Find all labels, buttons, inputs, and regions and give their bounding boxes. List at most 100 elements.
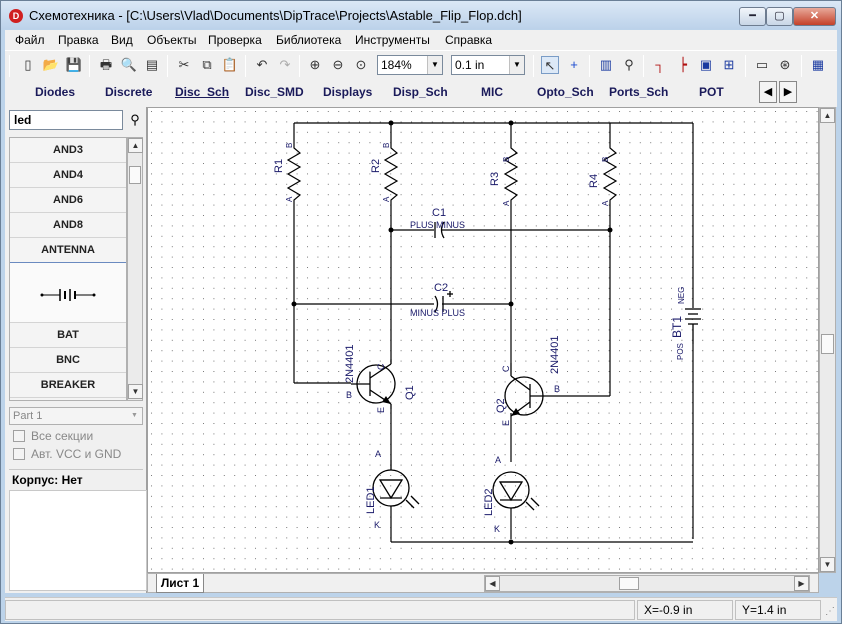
binoculars-search-icon[interactable]: ⚲ bbox=[130, 112, 140, 127]
list-item[interactable]: ANTENNA bbox=[10, 238, 126, 263]
open-icon[interactable]: 📂 bbox=[42, 57, 60, 72]
lib-tab-displays[interactable]: Displays bbox=[323, 85, 373, 99]
window-title: Схемотехника - [C:\Users\Vlad\Documents\… bbox=[29, 8, 522, 23]
part-select[interactable]: Part 1 ▼ bbox=[9, 407, 143, 425]
net-port-icon[interactable]: ┝ bbox=[679, 57, 687, 72]
part-select-value: Part 1 bbox=[13, 410, 43, 422]
capacitor-c2[interactable] bbox=[434, 291, 453, 313]
transistor-q2[interactable] bbox=[504, 363, 553, 417]
lib-tabs-next-button[interactable]: ▶ bbox=[779, 81, 797, 103]
menu-tools[interactable]: Инструменты bbox=[355, 33, 430, 47]
all-sections-checkbox[interactable]: Все секции bbox=[13, 429, 93, 443]
scroll-right-icon[interactable]: ▶ bbox=[794, 576, 809, 591]
lib-tab-disc-sch[interactable]: Disc_Sch bbox=[175, 85, 230, 99]
list-item[interactable]: BAT bbox=[10, 323, 126, 348]
menu-verification[interactable]: Проверка bbox=[208, 33, 262, 47]
component-list-scrollbar[interactable]: ▲ ▼ bbox=[127, 137, 143, 401]
sheet-tab-1[interactable]: Лист 1 bbox=[156, 574, 204, 593]
q1-label: Q1 bbox=[404, 385, 416, 400]
canvas-horizontal-scrollbar[interactable]: ◀ ▶ bbox=[484, 575, 810, 592]
list-item[interactable]: BREAKER bbox=[10, 373, 126, 398]
zoom-in-icon[interactable]: ⊕ bbox=[309, 57, 321, 72]
scroll-left-icon[interactable]: ◀ bbox=[485, 576, 500, 591]
bus-icon[interactable]: ┐ bbox=[655, 57, 665, 72]
netlist-icon[interactable]: ⊞ bbox=[723, 57, 735, 72]
place-component-icon[interactable]: ▥ bbox=[599, 57, 613, 72]
place-wire-icon[interactable]: + bbox=[570, 57, 578, 72]
close-button[interactable]: ✕ bbox=[793, 7, 836, 26]
toolbar-separator bbox=[643, 55, 644, 77]
schematic-drawing[interactable]: R1 R2 R3 R4 B A B A B A B A C1 PLUS MINU… bbox=[148, 108, 819, 573]
chevron-down-icon[interactable]: ▼ bbox=[427, 56, 442, 74]
lib-tab-mic[interactable]: MIC bbox=[481, 85, 503, 99]
resistor-r1[interactable] bbox=[286, 138, 302, 211]
print-preview-icon[interactable]: 🔍 bbox=[120, 57, 138, 72]
lib-tab-disc-smd[interactable]: Disc_SMD bbox=[245, 85, 304, 99]
scroll-thumb[interactable] bbox=[129, 166, 141, 184]
menu-help[interactable]: Справка bbox=[445, 33, 493, 47]
list-item[interactable]: AND6 bbox=[10, 188, 126, 213]
menu-view[interactable]: Вид bbox=[111, 33, 133, 47]
led1[interactable] bbox=[372, 460, 420, 509]
hierarchy-icon[interactable]: ▣ bbox=[699, 57, 713, 72]
auto-vcc-gnd-checkbox[interactable]: Авт. VCC и GND bbox=[13, 447, 121, 461]
component-search-input[interactable]: led bbox=[9, 110, 123, 130]
scroll-down-icon[interactable]: ▼ bbox=[820, 557, 835, 572]
scroll-up-icon[interactable]: ▲ bbox=[820, 108, 835, 123]
scroll-up-icon[interactable]: ▲ bbox=[128, 138, 143, 153]
find-icon[interactable]: ⚲ bbox=[624, 57, 634, 72]
led2[interactable] bbox=[492, 471, 540, 511]
redo-icon[interactable]: ↷ bbox=[279, 57, 291, 72]
schematic-canvas[interactable]: R1 R2 R3 R4 B A B A B A B A C1 PLUS MINU… bbox=[147, 107, 819, 573]
resistor-r2[interactable] bbox=[383, 138, 399, 211]
resize-grip-icon[interactable]: ⋰ bbox=[825, 606, 835, 617]
zoom-combo[interactable]: 184% ▼ bbox=[377, 55, 443, 75]
list-item[interactable]: AND8 bbox=[10, 213, 126, 238]
horizontal-scroll-thumb[interactable] bbox=[619, 577, 639, 590]
resistor-r3[interactable] bbox=[503, 138, 519, 211]
menu-library[interactable]: Библиотека bbox=[276, 33, 342, 47]
globe-icon[interactable]: ⊛ bbox=[779, 57, 791, 72]
list-item[interactable]: AND3 bbox=[10, 138, 126, 163]
lib-tab-discrete[interactable]: Discrete bbox=[105, 85, 153, 99]
scroll-down-icon[interactable]: ▼ bbox=[128, 384, 143, 399]
menu-edit[interactable]: Правка bbox=[58, 33, 99, 47]
print-icon[interactable]: 🖶 bbox=[99, 57, 113, 72]
zoom-out-icon[interactable]: ⊖ bbox=[332, 57, 344, 72]
paste-icon[interactable]: 📋 bbox=[221, 57, 239, 72]
lib-tab-opto-sch[interactable]: Opto_Sch bbox=[537, 85, 594, 99]
battery-preview[interactable] bbox=[10, 263, 126, 323]
lib-tab-pot[interactable]: POT bbox=[699, 85, 724, 99]
lib-tab-ports-sch[interactable]: Ports_Sch bbox=[609, 85, 669, 99]
resistor-r4[interactable] bbox=[602, 138, 618, 211]
table-icon[interactable]: ▦ bbox=[811, 57, 825, 72]
q2-emitter-arrow bbox=[511, 408, 520, 416]
capacitor-c1[interactable] bbox=[434, 221, 445, 239]
list-item[interactable]: AND4 bbox=[10, 163, 126, 188]
zoom-fit-icon[interactable]: ⊙ bbox=[355, 57, 367, 72]
erc-icon[interactable]: ▭ bbox=[755, 57, 769, 72]
copy-icon[interactable]: ⧉ bbox=[202, 57, 212, 72]
lib-tab-diodes[interactable]: Diodes bbox=[35, 85, 76, 99]
lib-tabs-prev-button[interactable]: ◀ bbox=[759, 81, 777, 103]
save-icon[interactable]: 💾 bbox=[65, 57, 83, 72]
minimize-button[interactable]: ━ bbox=[739, 7, 766, 26]
maximize-button[interactable]: ▢ bbox=[766, 7, 793, 26]
canvas-vertical-scrollbar[interactable]: ▲ ▼ bbox=[819, 107, 836, 573]
select-icon[interactable]: ↖ bbox=[541, 56, 559, 74]
new-icon[interactable]: ▯ bbox=[24, 57, 32, 72]
vertical-scroll-thumb[interactable] bbox=[821, 334, 834, 354]
report-icon[interactable]: ▤ bbox=[145, 57, 159, 72]
battery-bt1[interactable] bbox=[685, 308, 701, 344]
list-item[interactable]: BNC bbox=[10, 348, 126, 373]
cut-icon[interactable]: ✂ bbox=[178, 57, 190, 72]
grid-combo[interactable]: 0.1 in ▼ bbox=[451, 55, 525, 75]
bt1-pos-label: POS bbox=[676, 343, 685, 360]
lib-tab-disp-sch[interactable]: Disp_Sch bbox=[393, 85, 448, 99]
undo-icon[interactable]: ↶ bbox=[256, 57, 268, 72]
chevron-down-icon[interactable]: ▼ bbox=[509, 56, 524, 74]
menu-objects[interactable]: Объекты bbox=[147, 33, 197, 47]
pin-a-label: A bbox=[502, 200, 511, 206]
menu-file[interactable]: Файл bbox=[15, 33, 45, 47]
package-preview bbox=[9, 490, 147, 591]
